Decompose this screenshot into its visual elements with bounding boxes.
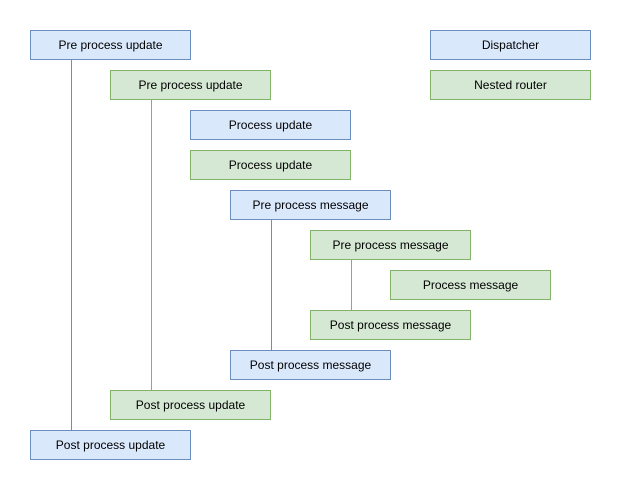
diagram-node-post-process-message-outer[interactable]: Post process message (230, 350, 391, 380)
node-label: Post process update (55, 437, 166, 452)
node-label: Post process message (329, 317, 452, 332)
node-label: Pre process update (58, 37, 163, 52)
diagram-node-process-update-outer[interactable]: Process update (190, 110, 351, 140)
node-label: Dispatcher (481, 37, 540, 52)
message-pair-inner-line (351, 260, 352, 310)
node-label: Pre process message (332, 237, 449, 252)
diagram-node-pre-process-message-inner[interactable]: Pre process message (310, 230, 471, 260)
node-label: Process message (422, 277, 519, 292)
diagram-node-dispatcher[interactable]: Dispatcher (430, 30, 591, 60)
diagram-node-process-message[interactable]: Process message (390, 270, 551, 300)
diagram-node-post-process-update-outer[interactable]: Post process update (30, 430, 191, 460)
node-label: Nested router (474, 77, 547, 92)
diagram-node-post-process-update-inner[interactable]: Post process update (110, 390, 271, 420)
update-pair-outer-line (71, 60, 72, 430)
diagram-node-pre-process-update-outer[interactable]: Pre process update (30, 30, 191, 60)
diagram-node-nested-router[interactable]: Nested router (430, 70, 591, 100)
diagram-node-pre-process-message-outer[interactable]: Pre process message (230, 190, 391, 220)
message-pair-outer-line (271, 220, 272, 350)
update-pair-inner-line (151, 100, 152, 390)
node-label: Process update (228, 157, 313, 172)
node-label: Process update (228, 117, 313, 132)
node-label: Post process update (135, 397, 246, 412)
diagram-node-pre-process-update-inner[interactable]: Pre process update (110, 70, 271, 100)
diagram-node-process-update-inner[interactable]: Process update (190, 150, 351, 180)
diagram-node-post-process-message-inner[interactable]: Post process message (310, 310, 471, 340)
node-label: Pre process message (252, 197, 369, 212)
node-label: Post process message (249, 357, 372, 372)
node-label: Pre process update (138, 77, 243, 92)
